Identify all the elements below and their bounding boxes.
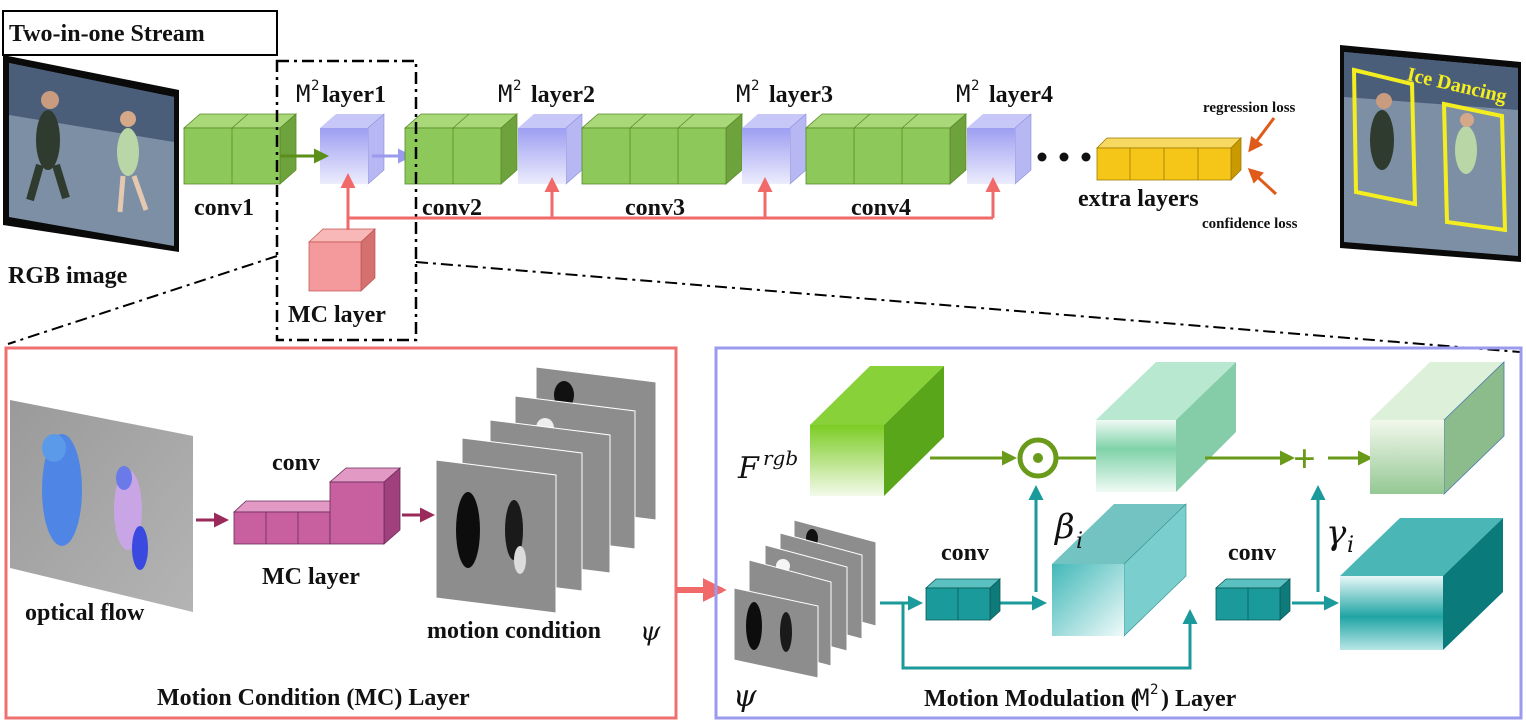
extra-layers-block bbox=[1096, 137, 1242, 181]
gamma-symbol: γ bbox=[1326, 513, 1347, 553]
m2-layer4-block bbox=[967, 113, 1032, 185]
confidence-loss-label: confidence loss bbox=[1202, 216, 1298, 232]
mc-layer-cube bbox=[308, 228, 376, 292]
zoom-line-left bbox=[7, 255, 278, 345]
m2-panel-title: Motion Modulation ( M 2 ) Layer bbox=[924, 682, 1237, 712]
conv-b-label: conv bbox=[1228, 540, 1276, 566]
m2-layer1-block bbox=[320, 113, 385, 185]
psi-label: ψ bbox=[733, 679, 757, 714]
m2-output-block bbox=[1370, 361, 1505, 495]
m2-layer2-m: M bbox=[498, 80, 512, 108]
m2-layer3-block bbox=[742, 113, 807, 185]
mc-layer-label: MC layer bbox=[288, 302, 386, 328]
m2-layer1-label: layer1 bbox=[322, 82, 386, 108]
m2-panel: F rgb + bbox=[714, 346, 1523, 720]
title-box bbox=[2, 10, 278, 56]
optical-flow-label: optical flow bbox=[25, 600, 145, 626]
regression-loss-arrow bbox=[1248, 117, 1276, 153]
motion-condition-maps bbox=[435, 366, 657, 614]
mc-conv-blocks bbox=[232, 467, 402, 545]
motion-condition-label: motion condition bbox=[427, 618, 601, 644]
hadamard-dot bbox=[1033, 453, 1043, 463]
f-rgb-base: F bbox=[737, 451, 760, 486]
rgb-image-label: RGB image bbox=[8, 263, 128, 289]
conv2-block bbox=[403, 113, 519, 185]
m2-panel-border bbox=[714, 346, 1523, 720]
output-image: Ice Dancing bbox=[1340, 45, 1521, 262]
m2-title-pre: Motion Modulation ( bbox=[924, 686, 1139, 712]
m2-layer1-m: M bbox=[296, 80, 310, 108]
m2-title-m: M bbox=[1135, 684, 1149, 712]
m2-layer4-sup: 2 bbox=[971, 78, 979, 94]
mc-panel-border bbox=[4, 346, 678, 720]
m2-layer1-sup: 2 bbox=[311, 78, 319, 94]
m2-layer2-block bbox=[518, 113, 583, 185]
ellipsis-dots bbox=[1037, 152, 1091, 162]
extra-layers-label: extra layers bbox=[1078, 186, 1199, 212]
teal-flows bbox=[880, 485, 1339, 670]
gamma-sub: i bbox=[1347, 533, 1354, 558]
plus-icon: + bbox=[1293, 436, 1316, 481]
m2-layer4-m: M bbox=[956, 80, 970, 108]
m2-layer2-label: layer2 bbox=[531, 82, 595, 108]
conv3-block bbox=[580, 113, 744, 185]
mc-conv-label: conv bbox=[272, 450, 320, 476]
stream-title: Two-in-one Stream bbox=[9, 21, 205, 47]
motion-condition-psi: ψ bbox=[640, 617, 661, 647]
f-rgb-block bbox=[810, 366, 944, 496]
psi-maps bbox=[733, 519, 877, 679]
conv1-block bbox=[182, 113, 298, 185]
mc-focus-box bbox=[275, 59, 418, 342]
m2-layer2-sup: 2 bbox=[513, 78, 521, 94]
hadamard-product-icon bbox=[1017, 437, 1059, 479]
conv-b-block bbox=[1214, 578, 1292, 621]
mc-broadcast-lines bbox=[340, 173, 1001, 230]
top-stream: Two-in-one Stream RGB image conv1 bbox=[2, 10, 1521, 353]
beta-sub: i bbox=[1076, 529, 1083, 554]
conv1-label: conv1 bbox=[194, 195, 254, 221]
mc-panel: optical flow conv MC layer bbox=[4, 346, 678, 720]
m2-layer4-label: layer4 bbox=[989, 82, 1053, 108]
rgb-image bbox=[3, 55, 179, 252]
optical-flow-image bbox=[10, 400, 193, 612]
m2-title-post: ) Layer bbox=[1161, 686, 1237, 712]
conv-a-label: conv bbox=[941, 540, 989, 566]
beta-symbol: β bbox=[1053, 507, 1075, 547]
confidence-loss-arrow bbox=[1247, 167, 1278, 196]
m2-title-sup: 2 bbox=[1150, 682, 1158, 698]
m2-layer3-m: M bbox=[736, 80, 750, 108]
gamma-block bbox=[1340, 518, 1503, 650]
zoom-line-right bbox=[415, 261, 1521, 353]
detection-box-1 bbox=[1351, 67, 1418, 207]
m2-layer3-sup: 2 bbox=[751, 78, 759, 94]
mc-layer-inner-label: MC layer bbox=[262, 564, 360, 590]
beta-block bbox=[1052, 503, 1187, 637]
f-rgb-sup: rgb bbox=[763, 446, 798, 470]
mc-panel-title: Motion Condition (MC) Layer bbox=[157, 685, 470, 711]
conv-a-block bbox=[924, 578, 1002, 621]
conv4-block bbox=[804, 113, 968, 185]
regression-loss-label: regression loss bbox=[1203, 100, 1296, 116]
m2-layer3-label: layer3 bbox=[769, 82, 833, 108]
detection-box-2 bbox=[1441, 101, 1508, 233]
modulated-feature-block bbox=[1096, 362, 1236, 492]
